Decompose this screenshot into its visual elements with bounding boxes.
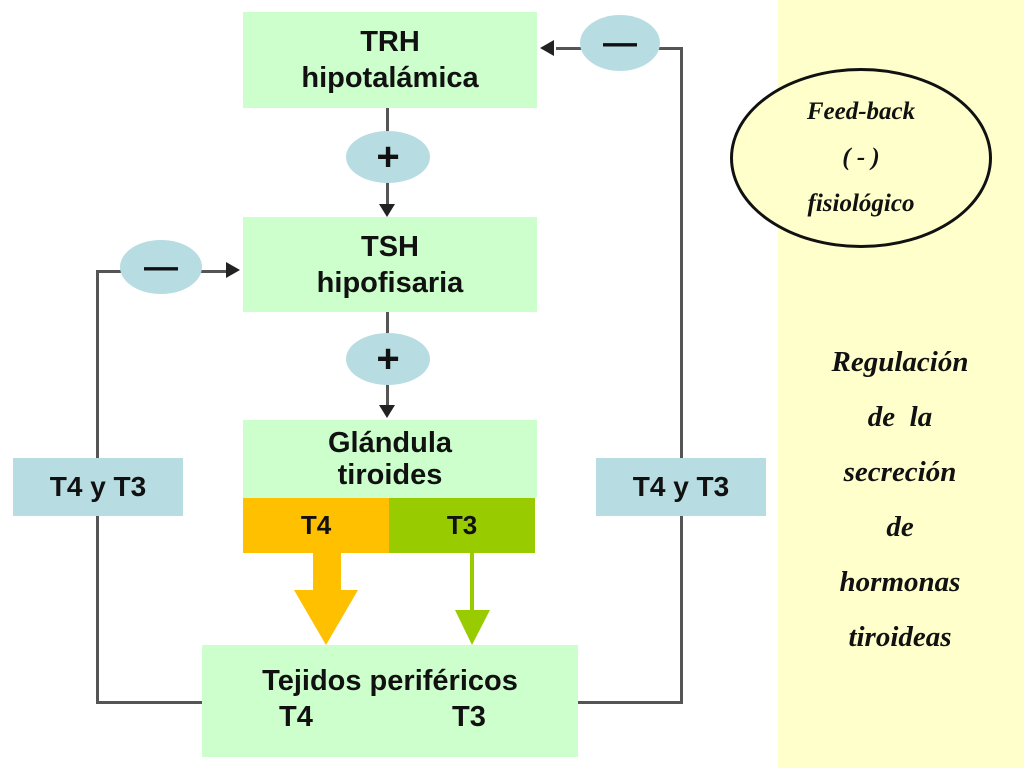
right-feedback-top	[658, 47, 683, 50]
tissue-node: Tejidos periféricos	[202, 645, 578, 757]
t4-arrow-head	[294, 590, 358, 645]
gland-subtitle: tiroides	[337, 459, 443, 491]
arrowhead-to-tsh	[379, 204, 395, 217]
title-line-4: de	[886, 511, 914, 543]
tissue-t3-label: T3	[452, 701, 486, 733]
legend-line-1: Feed-back	[806, 98, 916, 125]
feedback-legend: Feed-back ( - ) fisiológico	[730, 68, 992, 248]
title-line-5: hormonas	[839, 566, 961, 598]
tissue-t4-label: T4	[279, 701, 313, 733]
right-feedback-line	[680, 47, 683, 704]
t4-bar: T4	[243, 498, 389, 553]
plus-icon: +	[376, 336, 400, 381]
tissue-title: Tejidos periféricos	[262, 665, 518, 697]
plus-sign-upper: +	[346, 131, 430, 183]
tsh-title: TSH	[361, 230, 419, 263]
t4-bar-label: T4	[300, 510, 332, 540]
arrowhead-to-tsh-left	[226, 262, 240, 278]
title-line-1: Regulación	[831, 346, 969, 378]
t3-bar-label: T3	[446, 510, 478, 540]
minus-sign-left: —	[120, 240, 202, 294]
gland-node: Glándula tiroides	[243, 420, 537, 498]
minus-icon: —	[603, 23, 637, 62]
tsh-to-plus-line	[386, 312, 389, 334]
gland-title: Glándula	[327, 427, 453, 459]
t3-bar: T3	[389, 498, 535, 553]
legend-line-2: ( - )	[842, 144, 880, 171]
trh-title: TRH	[360, 26, 420, 58]
tsh-subtitle: hipofisaria	[316, 266, 464, 299]
arrowhead-to-gland	[379, 405, 395, 418]
left-feedback-top-2	[200, 270, 226, 273]
minus-icon: —	[144, 247, 178, 286]
title-line-3: secreción	[843, 456, 957, 488]
left-feedback-top	[96, 270, 126, 273]
tsh-node: TSH hipofisaria	[243, 217, 537, 312]
plus-sign-lower: +	[346, 333, 430, 385]
minus-sign-top: —	[580, 15, 660, 71]
legend-line-3: fisiológico	[807, 190, 915, 217]
right-feedback-bottom	[578, 701, 683, 704]
t3-arrow-head	[455, 610, 490, 645]
trh-node: TRH hipotalámica	[243, 12, 537, 108]
left-feedback-label: T4 y T3	[13, 458, 183, 516]
plus-to-tsh-line	[386, 180, 389, 206]
left-feedback-text: T4 y T3	[49, 471, 147, 502]
left-feedback-bottom	[96, 701, 204, 704]
right-feedback-label: T4 y T3	[596, 458, 766, 516]
arrowhead-to-trh	[540, 40, 554, 56]
right-feedback-top-2	[556, 47, 582, 50]
title-line-2: de la	[867, 401, 933, 433]
title-line-6: tiroideas	[848, 621, 952, 653]
diagram-title: Regulación de la secreción de hormonas t…	[800, 335, 1000, 665]
t3-arrow-shaft	[470, 553, 474, 613]
right-feedback-text: T4 y T3	[632, 471, 730, 502]
plus-icon: +	[376, 134, 400, 179]
t4-arrow-shaft	[313, 553, 341, 591]
trh-subtitle: hipotalámica	[301, 62, 479, 94]
trh-to-plus-line	[386, 108, 389, 132]
plus-to-gland-line	[386, 383, 389, 407]
